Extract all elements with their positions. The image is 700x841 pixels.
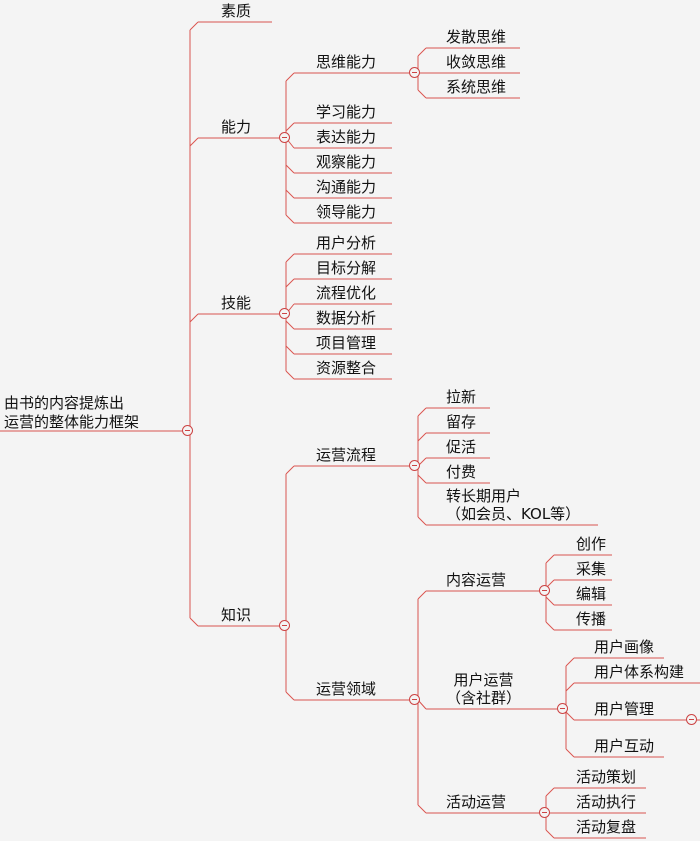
node-zhishi: 知识: [221, 606, 252, 624]
jineng-collapse-toggle[interactable]: [279, 308, 290, 319]
node-fasan-siwei: 发散思维: [446, 28, 507, 46]
node-jineng: 技能: [221, 294, 252, 312]
node-yonghu-yunying: 用户运营 （含社群）: [446, 671, 521, 707]
root-line-1: 由书的内容提炼出: [4, 394, 125, 412]
connector-line: [285, 370, 295, 380]
node-suzhi: 素质: [221, 2, 252, 20]
connector-line: [285, 320, 295, 330]
connector-line: [285, 691, 295, 701]
lingyu-collapse-toggle[interactable]: [409, 694, 420, 705]
node-bianji: 编辑: [576, 585, 607, 603]
node-mubiao-fenjie: 目标分解: [316, 259, 377, 277]
connector-line: [565, 657, 575, 667]
connector-line: [285, 214, 295, 224]
neirong-collapse-toggle[interactable]: [539, 585, 550, 596]
node-xuexi-nengli: 学习能力: [316, 103, 377, 121]
connector-line: [565, 711, 575, 721]
connector-line: [565, 682, 575, 692]
node-ziyuan-zhenghe: 资源整合: [316, 359, 377, 377]
node-biaoda-nengli: 表达能力: [316, 128, 377, 146]
connector-line: [189, 313, 199, 323]
node-yonghu-huaxiang: 用户画像: [594, 638, 655, 656]
node-huodong-zhixing: 活动执行: [576, 793, 637, 811]
connector-line: [189, 21, 199, 31]
node-siwei-nengli: 思维能力: [316, 53, 377, 71]
huodong-collapse-toggle[interactable]: [539, 807, 550, 818]
node-chuangzuo: 创作: [576, 535, 607, 553]
connector-line: [285, 164, 295, 174]
node-nengli: 能力: [221, 118, 252, 136]
long-term-line-1: 转长期用户: [446, 487, 522, 505]
connector-line: [417, 516, 427, 526]
connector-line: [285, 465, 295, 475]
node-yonghu-hudong: 用户互动: [594, 737, 655, 755]
connector-line: [417, 474, 427, 484]
root-collapse-toggle[interactable]: [182, 425, 193, 436]
connector-line: [285, 345, 295, 355]
long-term-line-2: （如会员、KOL等）: [446, 505, 581, 523]
node-liucun: 留存: [446, 413, 477, 431]
connector-line: [285, 253, 295, 263]
root-node: 由书的内容提炼出 运营的整体能力框架: [4, 394, 139, 432]
node-yonghu-fenxi: 用户分析: [316, 234, 377, 252]
root-line-2: 运营的整体能力框架: [4, 413, 140, 431]
node-chuanbo: 传播: [576, 610, 607, 628]
node-zhuan-changqi-yonghu: 转长期用户 （如会员、KOL等）: [446, 487, 580, 523]
node-cuhuo: 促活: [446, 438, 477, 456]
node-huodong-yunying: 活动运营: [446, 793, 507, 811]
yonghu-yunying-line-1: 用户运营: [453, 671, 514, 689]
yonghu-yunying-line-2: （含社群）: [446, 689, 522, 707]
connector-line: [417, 432, 427, 442]
connector-line: [417, 47, 427, 57]
node-shoulian-siwei: 收敛思维: [446, 53, 507, 71]
connector-line: [417, 804, 427, 814]
connector-line: [189, 137, 199, 147]
connector-line: [285, 189, 295, 199]
node-yonghu-guanli: 用户管理: [594, 700, 655, 718]
connector-line: [545, 787, 555, 797]
node-xiangmu-guanli: 项目管理: [316, 334, 377, 352]
connector-line: [545, 829, 555, 839]
node-laxin: 拉新: [446, 388, 477, 406]
zhishi-collapse-toggle[interactable]: [279, 620, 290, 631]
node-yonghu-tixi-goujian: 用户体系构建: [594, 663, 685, 681]
connector-line: [189, 617, 199, 627]
node-neirong-yunying: 内容运营: [446, 571, 507, 589]
siwei-collapse-toggle[interactable]: [409, 67, 420, 78]
yonghu-guanli-collapse-toggle[interactable]: [686, 714, 697, 725]
connector-line: [285, 278, 295, 288]
yonghu-collapse-toggle[interactable]: [557, 703, 568, 714]
node-guancha-nengli: 观察能力: [316, 153, 377, 171]
connector-line: [417, 590, 427, 600]
liucheng-collapse-toggle[interactable]: [409, 460, 420, 471]
node-caiji: 采集: [576, 560, 607, 578]
connector-line: [565, 748, 575, 758]
connector-line: [545, 621, 555, 631]
node-xitong-siwei: 系统思维: [446, 78, 507, 96]
node-huodong-fupan: 活动复盘: [576, 818, 637, 836]
node-fufei: 付费: [446, 463, 477, 481]
connector-line: [417, 407, 427, 417]
nengli-collapse-toggle[interactable]: [279, 132, 290, 143]
node-yunying-lingyu: 运营领域: [316, 680, 377, 698]
connector-line: [545, 596, 555, 606]
node-lingdao-nengli: 领导能力: [316, 203, 377, 221]
connector-line: [545, 554, 555, 564]
node-shuju-fenxi: 数据分析: [316, 309, 377, 327]
connector-line: [285, 72, 295, 82]
node-liucheng-youhua: 流程优化: [316, 284, 377, 302]
node-huodong-cehua: 活动策划: [576, 768, 637, 786]
connector-line: [285, 122, 295, 132]
connector-line: [417, 89, 427, 99]
node-goutong-nengli: 沟通能力: [316, 178, 377, 196]
node-yunying-liucheng: 运营流程: [316, 446, 377, 464]
